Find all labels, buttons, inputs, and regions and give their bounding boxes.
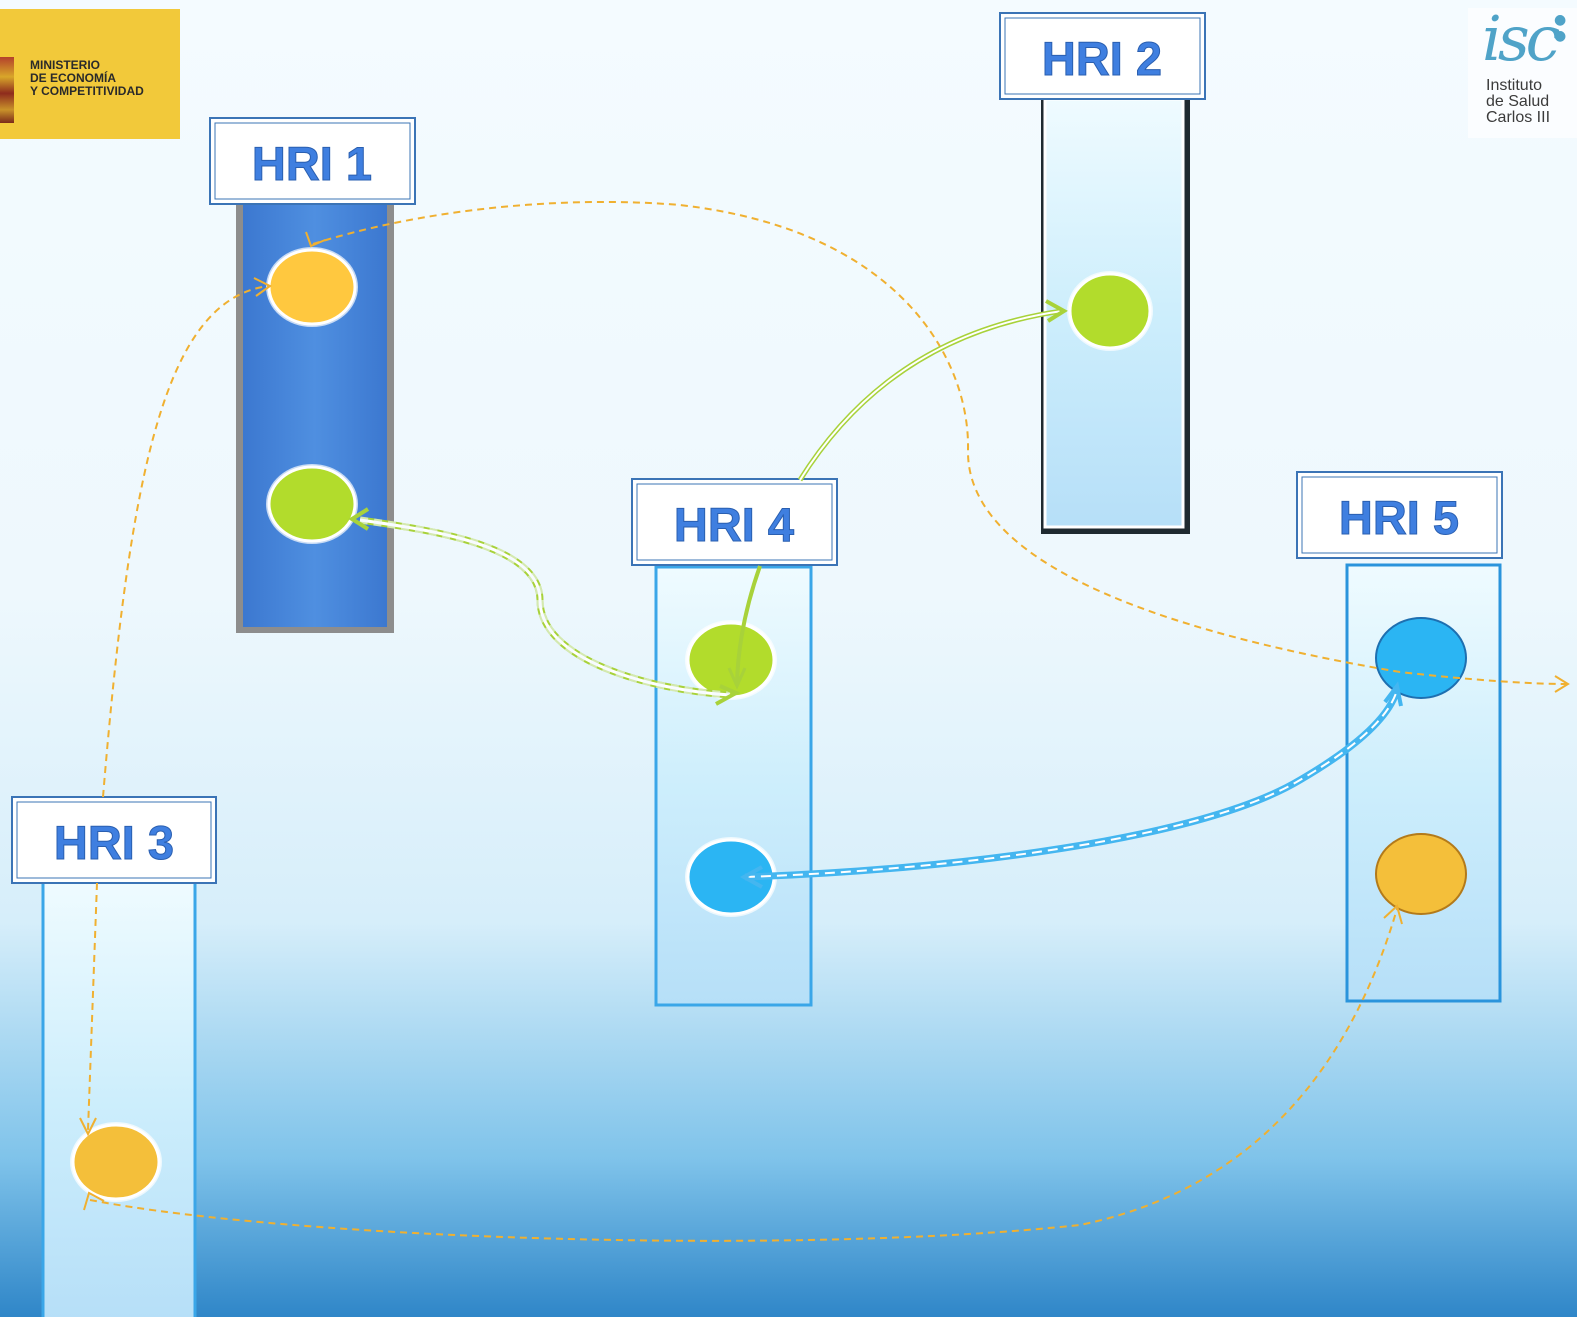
hri3-item-orange [70,1122,162,1202]
hri3-column [41,878,197,1317]
link-hri1-to-hri5 [312,200,1568,685]
link-hri4-label-to-hri4 [735,565,762,685]
arrowhead-hri4-blue [739,865,763,889]
hri4-item-blue [685,837,777,917]
hri4-label-box: HRI 4 [631,478,838,566]
hri3-label: HRI 3 [54,816,174,869]
hri1-column [236,203,394,633]
isciii-logo-mark: isc [1482,8,1560,75]
hri3-label-box: HRI 3 [11,796,217,884]
arrowhead-hri1-orange-left [253,277,272,297]
link-hri4-to-hri2 [797,308,1063,482]
isciii-logo-text: Instituto de Salud Carlos III [1486,78,1550,126]
hri4-column [654,565,813,1007]
link-hri4-to-hri5 [744,688,1401,881]
arrowhead-hri4-green-bottom [715,684,741,706]
hri4-label: HRI 4 [674,498,794,551]
link-hri1-to-hri4-dash [359,516,731,699]
arrowhead-offscreen-right [1554,675,1570,693]
hri5-item-blue [1375,617,1467,699]
link-hri3-to-hri1 [102,285,269,798]
hri2-item-green [1067,271,1153,351]
hri1-label: HRI 1 [252,137,372,190]
isciii-line-3: Carlos III [1486,109,1551,126]
link-hri4-to-hri5-inner [744,689,1398,878]
link-hri3-column-down [87,882,98,1131]
arrowhead-hri3-orange-bottom [83,1191,105,1211]
hri5-item-orange [1375,833,1467,915]
arrowhead-hri5-orange [1383,904,1403,925]
hri2-label: HRI 2 [1042,32,1162,85]
link-hri4-to-hri2-inner [799,310,1063,481]
arrowhead-hri1-green [348,507,370,531]
isciii-logo: isc ● ● Instituto de Salud Carlos III [1468,8,1577,138]
arrowhead-hri4-green-top [727,667,747,690]
hri1-item-orange [266,247,358,327]
arrowhead-hri1-orange-top [305,231,326,248]
hri5-label: HRI 5 [1339,491,1459,544]
isciii-line-2: de Salud [1486,93,1550,110]
hri1-item-green [266,464,358,544]
link-hri3-to-hri5 [89,908,1398,1242]
coat-of-arms-icon [0,57,14,123]
ministerio-logo-text: MINISTERIO DE ECONOMÍA Y COMPETITIVIDAD [30,59,144,98]
ministerio-line-2: DE ECONOMÍA [30,71,117,85]
hri2-label-box: HRI 2 [999,12,1206,100]
ministerio-line-3: Y COMPETITIVIDAD [30,84,144,98]
hri4-item-green [685,620,777,700]
ministerio-logo: MINISTERIO DE ECONOMÍA Y COMPETITIVIDAD [0,9,180,139]
arrowhead-hri3-orange-top [79,1117,97,1137]
hri1-label-box: HRI 1 [209,117,416,205]
hri5-label-box: HRI 5 [1296,471,1503,559]
arrowhead-hri2-green [1045,299,1068,323]
ministerio-line-1: MINISTERIO [30,58,101,72]
arrowhead-hri5-blue [1383,681,1403,707]
isciii-logo-dots-icon: ● ● [1554,12,1569,44]
isciii-line-1: Instituto [1486,77,1543,94]
